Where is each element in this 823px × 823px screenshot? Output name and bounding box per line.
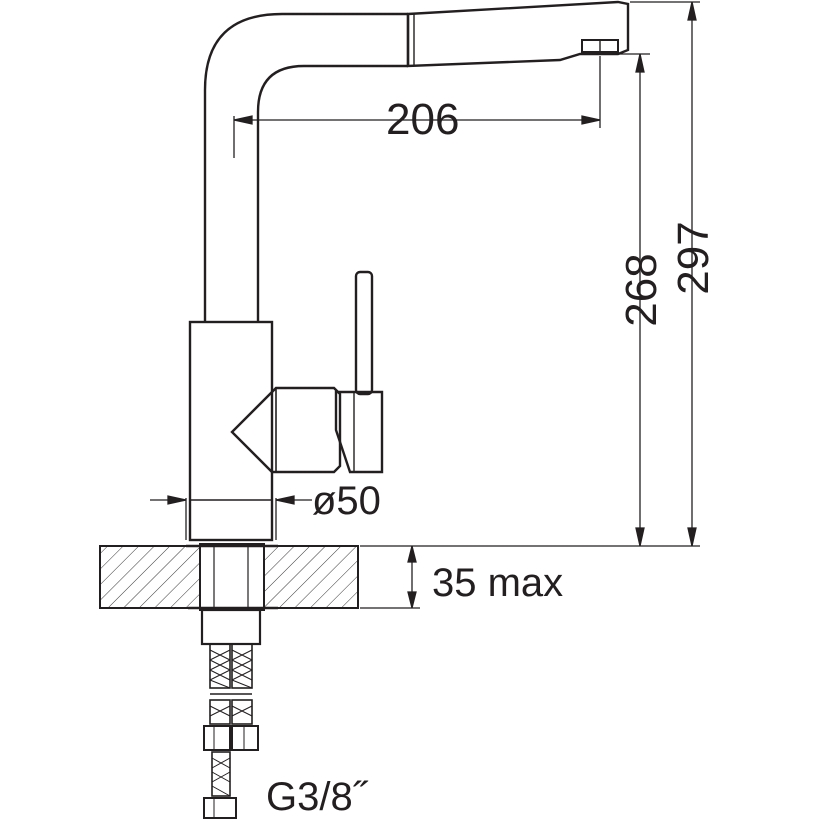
dim-total-height: 297 <box>669 221 718 294</box>
dim-counter-thickness: 35 max <box>432 561 563 605</box>
faucet-body <box>188 320 274 542</box>
dim-spout-reach: 206 <box>386 95 459 144</box>
dim-base-diameter: ø50 <box>312 479 381 523</box>
spout <box>203 12 408 322</box>
dim-connection-thread: G3/8˝ <box>266 775 369 819</box>
lever-handle <box>230 270 384 474</box>
spray-head <box>406 0 630 68</box>
dim-outlet-height: 268 <box>617 253 666 326</box>
dimension-lines <box>150 1 700 609</box>
countertop-section <box>99 543 359 611</box>
mounting-shank <box>200 608 262 646</box>
supply-hoses <box>203 643 259 819</box>
